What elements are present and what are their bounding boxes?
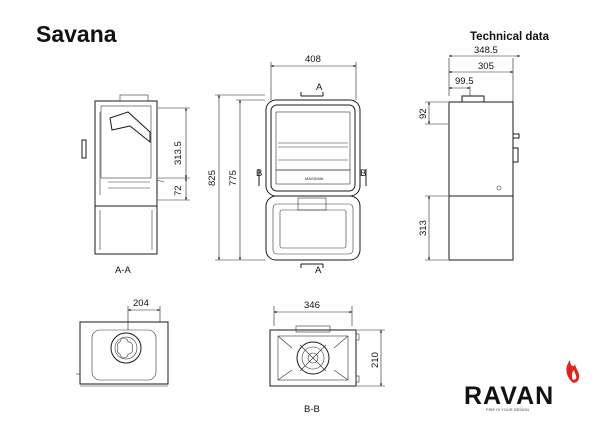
side-view: 348.5 305 99.5 92 313 — [418, 45, 521, 261]
section-b-label-right: B — [360, 168, 366, 179]
dim-72: 72 — [173, 185, 184, 196]
dim-313: 313 — [418, 220, 429, 236]
dim-346: 346 — [304, 300, 320, 311]
section-aa-label: A-A — [115, 265, 132, 276]
page-title: Savana — [36, 21, 117, 47]
dim-313-5: 313.5 — [173, 141, 184, 165]
logo-tagline: FIRE IS YOUR DESIGN — [486, 407, 529, 412]
section-bb-label: B-B — [304, 404, 320, 415]
dim-775: 775 — [228, 170, 239, 186]
ravan-logo: RAVAN FIRE IS YOUR DESIGN — [464, 360, 580, 412]
section-bb-view: 346 210 B-B — [269, 300, 385, 415]
dim-204: 204 — [133, 298, 149, 309]
section-b-label-left: B — [256, 168, 262, 179]
section-a-label-bottom: A — [315, 265, 322, 276]
front-view: 408 A MASSIMA B B A 825 77 — [207, 54, 367, 276]
section-a-label-top: A — [316, 82, 323, 93]
dim-92: 92 — [418, 108, 429, 119]
dim-825: 825 — [207, 170, 218, 186]
top-view: 204 — [76, 298, 169, 387]
logo-text: RAVAN — [464, 382, 554, 410]
dim-210: 210 — [370, 352, 381, 368]
section-aa-view: 313.5 72 A-A — [81, 94, 190, 276]
dim-408: 408 — [305, 54, 321, 65]
stove-plate-label: MASSIMA — [305, 176, 324, 181]
dim-99-5: 99.5 — [455, 76, 474, 87]
technical-data-heading: Technical data — [470, 31, 550, 43]
dim-348-5: 348.5 — [474, 45, 498, 56]
dim-305: 305 — [478, 61, 494, 72]
